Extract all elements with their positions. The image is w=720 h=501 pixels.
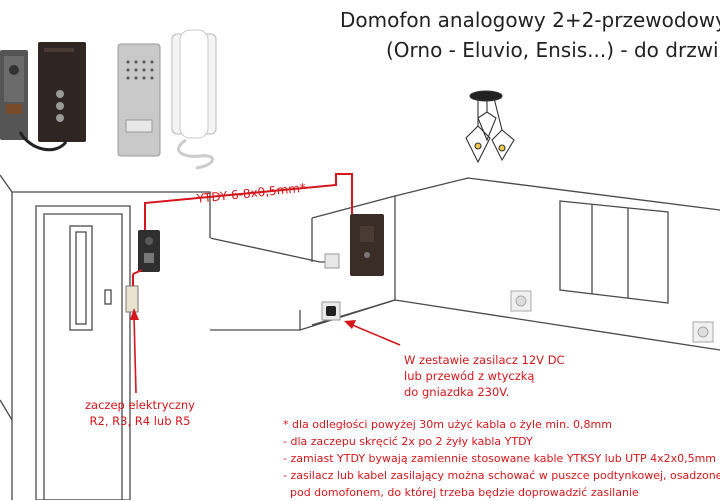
power-supply-note: W zestawie zasilacz 12V DC lub przewód z… [404, 352, 565, 400]
product-outdoor-panel-silver [117, 43, 161, 157]
installation-notes: * dla odległości powyżej 30m użyć kabla … [283, 416, 720, 501]
note-line: * dla odległości powyżej 30m użyć kabla … [283, 418, 612, 431]
socket-icon [510, 290, 532, 312]
product-indoor-handset [18, 42, 86, 152]
product-outdoor-panel [0, 50, 28, 140]
title-line-2: (Orno - Eluvio, Ensis...) - do drzwi [386, 38, 719, 62]
power-supply-note-line-3: do gniazdka 230V. [404, 385, 510, 399]
switch-icon [324, 253, 340, 269]
room-outline [0, 174, 720, 500]
window [559, 200, 669, 304]
product-handset-white [171, 29, 217, 170]
title-line-1: Domofon analogowy 2+2-przewodowy [340, 8, 720, 32]
cable-route [132, 173, 353, 286]
intercom-handset-icon [350, 214, 384, 276]
annotation-arrows [130, 308, 401, 394]
door-strike-label-line-1: zaczep elektryczny [85, 398, 195, 412]
door-panel-icon [138, 230, 160, 272]
note-line: - zamiast YTDY bywają zamiennie stosowan… [283, 452, 717, 465]
note-line: pod domofonem, do której trzeba będzie d… [283, 486, 639, 499]
power-supply-note-line-2: lub przewód z wtyczką [404, 369, 535, 383]
socket-icon [692, 321, 714, 343]
door-strike-label-line-2: R2, R3, R4 lub R5 [89, 414, 191, 428]
door-strike-label: zaczep elektryczny R2, R3, R4 lub R5 [85, 397, 195, 429]
door-frame [35, 205, 131, 500]
note-line: - zasilacz lub kabel zasilający można sc… [283, 469, 720, 482]
power-supply-note-line-1: W zestawie zasilacz 12V DC [404, 353, 565, 367]
lamp-icon [465, 90, 515, 164]
note-line: - dla zaczepu skręcić 2x po 2 żyły kabla… [283, 435, 533, 448]
door-strike [125, 285, 139, 313]
power-adapter-icon [321, 301, 341, 321]
